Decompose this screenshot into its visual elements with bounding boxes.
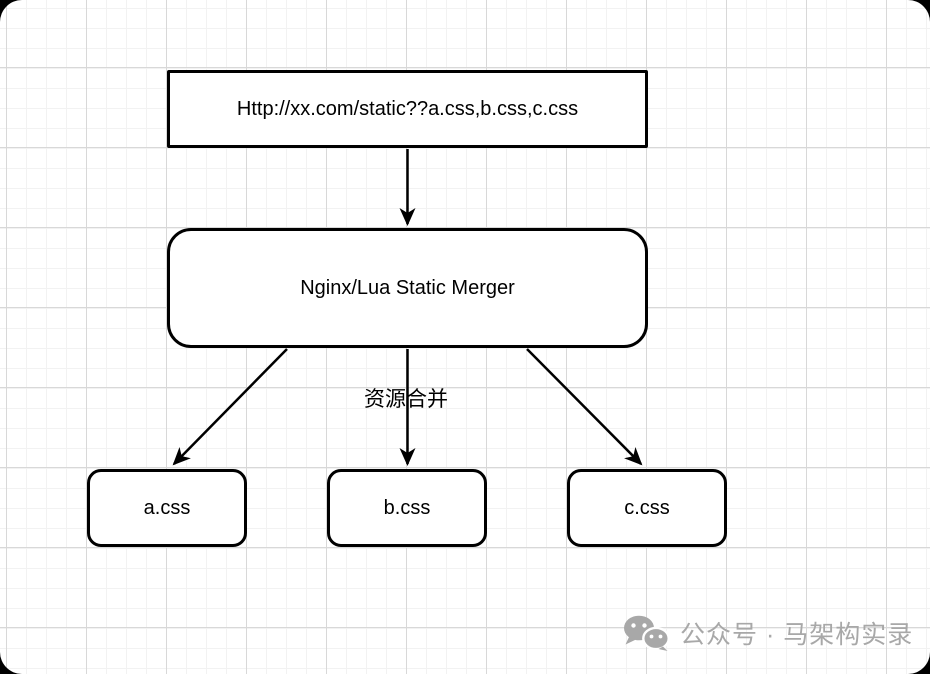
- output-box-b: b.css: [327, 469, 487, 547]
- watermark-text: 公众号 · 马架构实录: [680, 621, 914, 649]
- wechat-icon: [624, 615, 670, 651]
- output-box-c-label: c.css: [624, 496, 670, 519]
- output-box-c: c.css: [567, 469, 727, 547]
- url-box-label: Http://xx.com/static??a.css,b.css,c.css: [236, 97, 579, 120]
- output-box-a-label: a.css: [143, 496, 191, 519]
- merger-box-label: Nginx/Lua Static Merger: [300, 276, 515, 299]
- arrow-merger-to-c: [526, 348, 643, 466]
- arrow-merger-to-a: [172, 348, 288, 466]
- output-box-b-label: b.css: [383, 496, 431, 519]
- output-box-a: a.css: [87, 469, 247, 547]
- merger-box: Nginx/Lua Static Merger: [167, 228, 648, 348]
- url-box: Http://xx.com/static??a.css,b.css,c.css: [167, 70, 648, 148]
- watermark: 公众号 · 马架构实录: [622, 615, 913, 651]
- merge-annotation: 资源合并: [364, 388, 448, 411]
